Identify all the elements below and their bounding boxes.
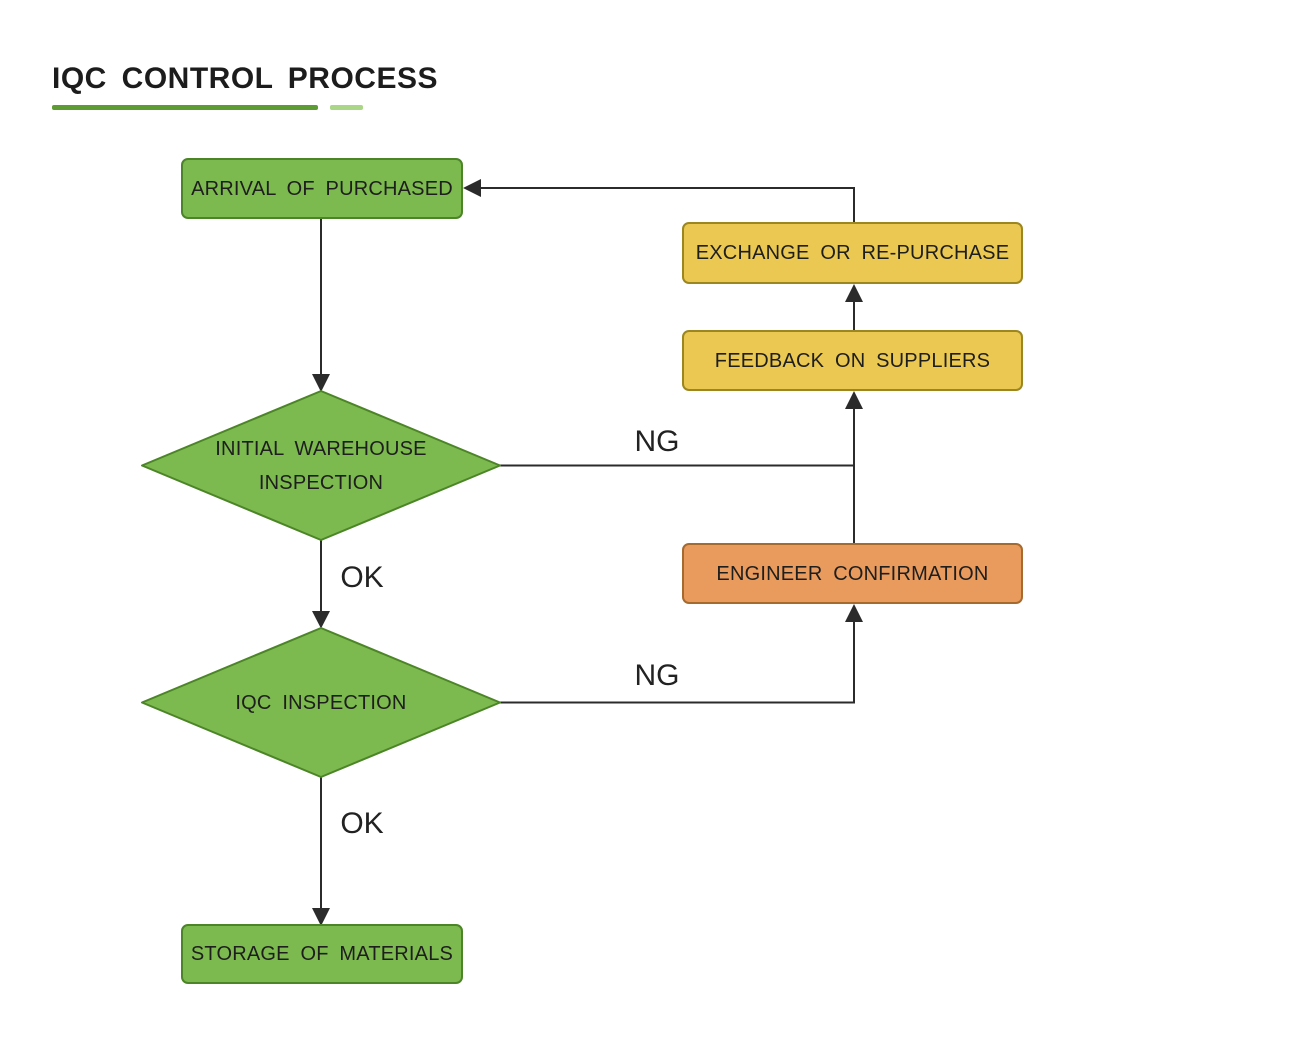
edge-initial-inspection-ok-to-iqc-inspection [312,540,330,629]
edge-exchange-to-arrival [463,179,855,223]
title-underline [52,105,318,110]
arrowhead-up-icon [845,391,863,409]
title-underline-dash [330,105,363,110]
node-arrival-of-purchased [181,158,463,219]
edge-engineer-to-feedback [845,391,863,544]
node-iqc-inspection [141,627,501,778]
edge-arrival-to-initial-inspection [312,218,330,392]
edge-iqc-inspection-ok-to-storage [312,777,330,926]
edge-iqc-inspection-ng-to-engineer [500,604,863,704]
node-storage-of-materials [181,924,463,984]
node-exchange-or-repurchase [682,222,1023,284]
arrowhead-left-icon [463,179,481,197]
arrowhead-down-icon [312,611,330,629]
arrowhead-up-icon [845,604,863,622]
arrowhead-up-icon [845,284,863,302]
node-engineer-confirmation [682,543,1023,604]
arrowhead-down-icon [312,374,330,392]
arrowhead-down-icon [312,908,330,926]
node-feedback-on-suppliers [682,330,1023,391]
node-initial-warehouse-inspection [141,390,501,541]
edge-line [500,620,855,704]
page-title: IQC CONTROL PROCESS [52,62,438,95]
edge-feedback-to-exchange [845,284,863,331]
edge-line [478,187,855,223]
